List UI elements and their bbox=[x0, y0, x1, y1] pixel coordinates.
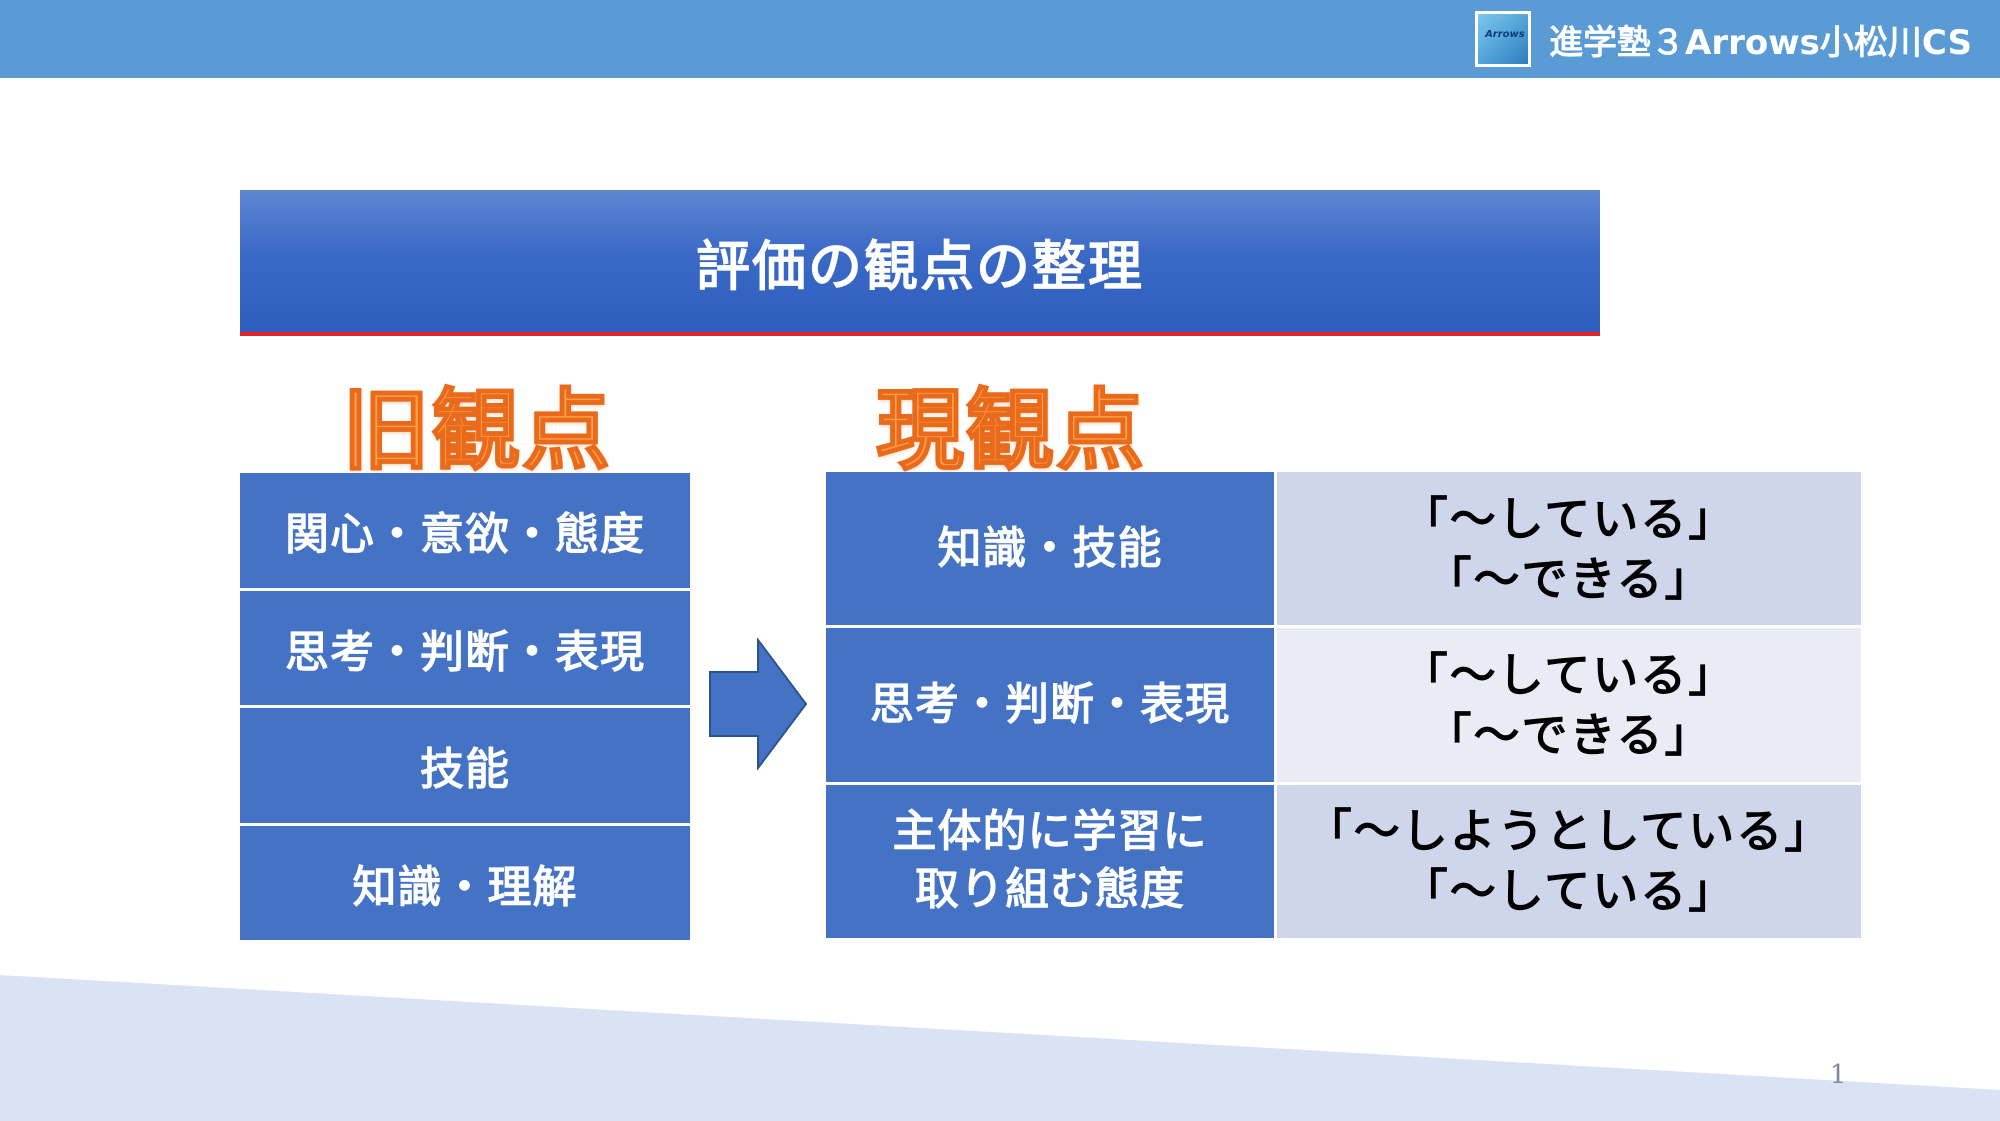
description-line-1: 「～している」 bbox=[1401, 647, 1737, 702]
new-item-label: 知識・技能 bbox=[826, 472, 1277, 626]
description-line-1: 「～しようとしている」 bbox=[1305, 804, 1833, 859]
description-line-2: 「～できる」 bbox=[1425, 707, 1713, 762]
slide-title: 評価の観点の整理 bbox=[696, 234, 1144, 298]
logo-text: Arrows bbox=[1485, 29, 1525, 40]
old-item-knowledge: 知識・理解 bbox=[240, 825, 690, 940]
new-viewpoint-heading: 現観点 bbox=[875, 378, 1147, 483]
label-line: 思考・判断・表現 bbox=[870, 678, 1230, 730]
description-line-2: 「～している」 bbox=[1401, 864, 1737, 919]
new-item-description: 「～しようとしている」 「～している」 bbox=[1277, 784, 1861, 938]
new-viewpoint-table: 知識・技能 「～している」 「～できる」 思考・判断・表現 「～している」 「～… bbox=[826, 472, 1861, 938]
table-row: 主体的に学習に 取り組む態度 「～しようとしている」 「～している」 bbox=[826, 784, 1861, 938]
right-arrow-icon bbox=[709, 638, 808, 770]
page-number: 1 bbox=[1829, 1060, 1847, 1090]
label-line-1: 主体的に学習に bbox=[892, 806, 1208, 858]
brand: Arrows 進学塾３Arrows小松川CS bbox=[1475, 10, 1972, 68]
brand-name: 進学塾３Arrows小松川CS bbox=[1549, 22, 1972, 63]
arrows-logo-icon: Arrows bbox=[1475, 11, 1532, 67]
old-item-skill: 技能 bbox=[240, 708, 690, 826]
table-row: 思考・判断・表現 「～している」 「～できる」 bbox=[826, 628, 1861, 785]
title-banner: 評価の観点の整理 bbox=[240, 190, 1600, 336]
new-item-description: 「～している」 「～できる」 bbox=[1277, 628, 1861, 782]
label-line-2: 取り組む態度 bbox=[915, 864, 1185, 916]
old-item-interest: 関心・意欲・態度 bbox=[240, 473, 690, 591]
new-item-label: 思考・判断・表現 bbox=[826, 628, 1277, 782]
old-viewpoint-heading: 旧観点 bbox=[341, 378, 613, 483]
description-line-2: 「～できる」 bbox=[1425, 551, 1713, 606]
old-item-thinking: 思考・判断・表現 bbox=[240, 590, 690, 708]
old-viewpoint-table: 関心・意欲・態度 思考・判断・表現 技能 知識・理解 bbox=[240, 473, 690, 940]
label-line: 知識・技能 bbox=[937, 522, 1163, 574]
new-item-description: 「～している」 「～できる」 bbox=[1277, 472, 1861, 626]
new-item-label: 主体的に学習に 取り組む態度 bbox=[826, 784, 1277, 938]
top-header-bar bbox=[0, 0, 2000, 78]
description-line-1: 「～している」 bbox=[1401, 491, 1737, 546]
table-row: 知識・技能 「～している」 「～できる」 bbox=[826, 472, 1861, 629]
